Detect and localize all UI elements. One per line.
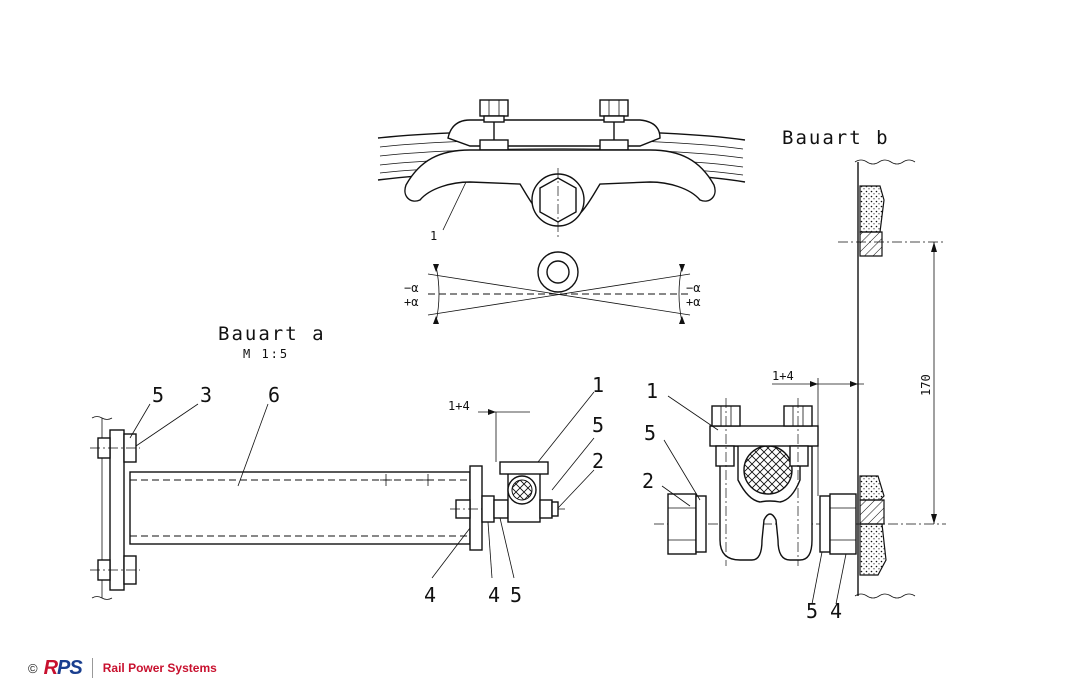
angle-minus-right: −α [686,281,700,295]
label-a-1: 1 [592,373,604,397]
scale-bauart-a: M 1:5 [243,347,289,361]
mount-nut-left [667,493,697,555]
logo-separator [91,658,93,678]
logo-letters-ps: PS [57,656,83,679]
footer: © R PS Rail Power Systems [28,655,217,681]
label-a-5-right: 5 [592,413,604,437]
copyright-symbol: © [28,660,38,676]
support-tube [129,471,471,545]
bolt-right [599,99,629,160]
logo-letter-r: R [43,656,58,679]
label-a-3: 3 [200,383,212,407]
label-b-1: 1 [646,379,658,403]
label-a-5-top: 5 [152,383,164,407]
company-name: Rail Power Systems [102,661,217,675]
label-b-4-bottom: 4 [830,599,842,623]
label-b-5: 5 [644,421,656,445]
bolt-left [479,99,509,160]
label-a-2: 2 [592,449,604,473]
bauart-b-view: 170 1+4 [642,159,946,623]
mount-nut-right [829,493,857,555]
plate-bolt-bottom [90,555,140,585]
title-bauart-a: Bauart a [218,323,326,345]
label-a-6: 6 [268,383,280,407]
plate-bolt-top [90,433,140,463]
clamp-b-plate [709,425,819,447]
label-a-4-left: 4 [424,583,436,607]
dim-gap-b: 1+4 [772,369,794,383]
wall-section-top [859,185,885,233]
label-1-top: 1 [430,229,437,243]
dim-height: 170 [919,374,933,396]
label-b-5-bottom: 5 [806,599,818,623]
wall-anchor-top [859,231,883,257]
wall-anchor-bottom [859,499,885,525]
angle-plus-left: +α [404,295,418,309]
label-a-4-right: 4 [488,583,500,607]
title-bauart-b: Bauart b [782,127,890,149]
top-view: 1 −α +α −α +α [377,99,746,324]
label-a-5-bottom: 5 [510,583,522,607]
dim-gap-a: 1+4 [448,399,470,413]
label-b-2: 2 [642,469,654,493]
angle-minus-left: −α [404,281,418,295]
angle-plus-right: +α [686,295,700,309]
bauart-a-view: 1+4 5 3 6 1 5 2 4 4 5 [90,373,604,607]
wire-section-inner [546,260,570,284]
mounting-plate [109,429,125,591]
rps-logo: R PS [43,656,83,680]
end-flange [469,465,483,551]
wall-section-bottom [859,475,885,501]
